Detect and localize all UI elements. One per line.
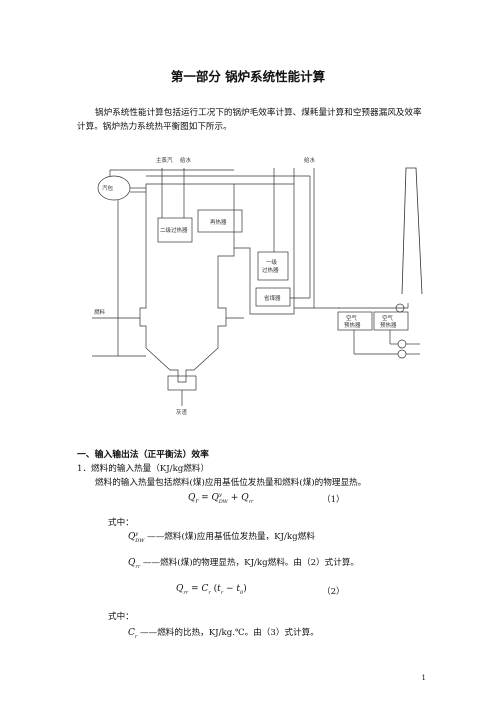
eq1-rhs1-sup: y	[218, 492, 222, 498]
item1-description: 燃料的输入热量包括燃料(煤)应用基低位发热量和燃料(煤)的物理显热。	[95, 478, 367, 488]
definition-cr: Cr ——燃料的比热，KJ/kg.℃。由（3）式计算。	[128, 626, 319, 640]
section-heading: 一、输入输出法（正平衡法）效率	[77, 450, 209, 460]
equation-2-number: （2）	[322, 587, 345, 597]
air-heater-a-box	[337, 311, 373, 331]
def2-text: ——燃料(煤)的物理显热，KJ/kg燃料。由（2）式计算。	[142, 558, 360, 568]
feedwater-top-label: 给水	[180, 156, 192, 164]
equation-1-number: （1）	[322, 495, 345, 505]
intro-text: 锅炉系统性能计算包括运行工况下的锅炉毛效率计算、煤耗量计算和空预器漏风及效率计算…	[77, 108, 422, 132]
eq2-t1-sub: r	[220, 589, 224, 596]
secondary-superheater-label: 二级过热器	[160, 226, 188, 234]
item1-heading: 1．燃料的输入热量（KJ/kg燃料）	[77, 464, 210, 474]
fuel-label: 燃料	[94, 308, 106, 316]
def1-sub: DW	[135, 537, 145, 544]
secondary-superheater-box	[157, 217, 193, 243]
chimney-shape	[401, 167, 423, 295]
def1-text: ——燃料(煤)应用基低位发热量，KJ/kg燃料	[147, 532, 315, 542]
eq2-lhs-sub: rr	[183, 589, 189, 596]
definition-qdw: QyDW ——燃料(煤)应用基低位发热量，KJ/kg燃料	[128, 530, 315, 544]
page-number: 1	[421, 674, 426, 682]
equation-1: Qr = QyDW + Qrr	[188, 492, 254, 505]
primary-superheater-box	[257, 251, 289, 281]
eq1-lhs-sub: r	[195, 497, 199, 505]
equation-2: Qrr = Cr (tr − t0)	[176, 584, 247, 596]
boiler-heat-balance-diagram: 主蒸汽 给水 给水 汽包 二级过热器 再热器 一级 过热器 省煤器 空气 预热器…	[92, 156, 423, 416]
where-label-1: 式中：	[108, 518, 134, 528]
eq2-t1: t	[217, 584, 221, 594]
def1-sup: y	[135, 531, 139, 537]
eq1-rhs2-sub: rr	[248, 498, 254, 505]
def3-sub: r	[134, 633, 138, 640]
eq1-lhs: Q	[188, 493, 196, 503]
economizer-box	[255, 287, 291, 307]
page-title: 第一部分 锅炉系统性能计算	[170, 69, 326, 84]
main-steam-label: 主蒸汽	[156, 156, 173, 164]
drum-label: 汽包	[102, 184, 114, 192]
eq2-t2-sub: 0	[240, 589, 244, 596]
eq2-c-sub: r	[208, 589, 211, 596]
furnace-outline	[139, 183, 235, 383]
definition-qrr: Qrr ——燃料(煤)的物理显热，KJ/kg燃料。由（2）式计算。	[128, 556, 359, 570]
def3-text: ——燃料的比热，KJ/kg.℃。由（3）式计算。	[140, 628, 319, 638]
air-heater-a-label-1: 空气	[346, 314, 358, 322]
eq2-lhs: Q	[176, 584, 184, 594]
reheater-box	[197, 209, 243, 233]
air-heater-a-label-2: 预热器	[344, 321, 361, 329]
def1-symbol: Q	[128, 532, 136, 542]
primary-superheater-label-1: 一级	[266, 258, 278, 266]
eq1-rhs2: Q	[241, 493, 249, 503]
eq2-c: C	[201, 584, 209, 594]
where-label-2: 式中：	[108, 612, 134, 622]
def2-symbol: Q	[128, 558, 136, 568]
air-heater-b-label-2: 预热器	[380, 321, 397, 329]
reheater-label: 再热器	[210, 218, 227, 226]
feedwater-right-label: 给水	[304, 156, 316, 164]
def2-sub: rr	[135, 563, 141, 570]
eq2-t2: t	[236, 584, 241, 594]
ash-label: 灰渣	[176, 408, 188, 416]
economizer-label: 省煤器	[264, 294, 281, 302]
air-heater-b-box	[373, 311, 409, 331]
eq1-rhs1: Q	[211, 493, 219, 503]
air-heater-b-label-1: 空气	[382, 314, 394, 322]
primary-superheater-label-2: 过热器	[262, 266, 279, 274]
intro-paragraph: 锅炉系统性能计算包括运行工况下的锅炉毛效率计算、煤耗量计算和空预器漏风及效率计算…	[77, 106, 427, 134]
ash-hopper	[167, 375, 197, 391]
def3-symbol: C	[128, 628, 135, 638]
eq1-rhs1-sub: DW	[218, 498, 228, 505]
